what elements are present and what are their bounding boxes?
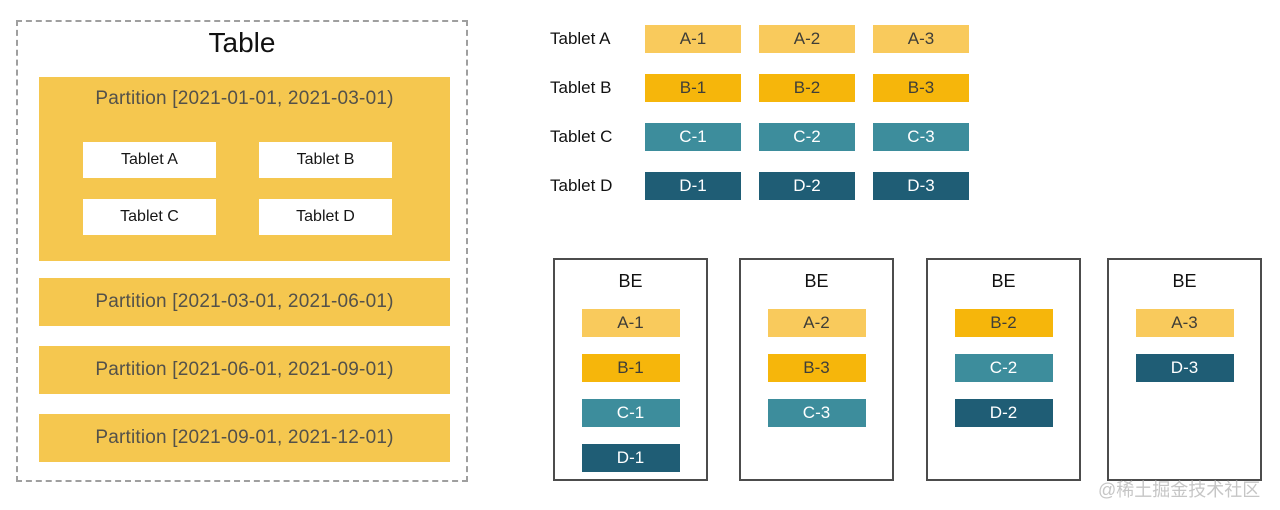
tablet-box-d: Tablet D <box>259 199 392 235</box>
tablet-box-a: Tablet A <box>83 142 216 178</box>
be-title: BE <box>618 271 643 291</box>
table-title: Table <box>208 27 276 58</box>
replica-chip: A-2 <box>759 25 855 53</box>
replica-chip: A-3 <box>873 25 969 53</box>
watermark: @稀土掘金技术社区 <box>1098 480 1261 500</box>
replica-chip: C-3 <box>873 123 969 151</box>
be-title: BE <box>1172 271 1197 291</box>
replica-chip: B-2 <box>759 74 855 102</box>
tablet-row-c: Tablet C C-1 C-2 C-3 <box>550 123 987 151</box>
replica-chip: B-3 <box>873 74 969 102</box>
replica-chip: A-3 <box>1135 309 1234 337</box>
tablet-row-label: Tablet B <box>550 78 612 97</box>
tablet-row-a: Tablet A A-1 A-2 A-3 <box>550 25 987 53</box>
partition-box-3: Partition [2021-06-01, 2021-09-01) <box>39 346 450 394</box>
tablet-row-b: Tablet B B-1 B-2 B-3 <box>550 74 987 102</box>
partition-label: Partition [2021-01-01, 2021-03-01) <box>95 88 394 109</box>
partition-label: Partition [2021-03-01, 2021-06-01) <box>95 291 394 312</box>
be-node-1: BE A-1 B-1 C-1 D-1 <box>553 258 708 481</box>
replica-chip: B-3 <box>767 354 866 382</box>
replica-chip: D-2 <box>954 399 1053 427</box>
replica-chip: C-1 <box>581 399 680 427</box>
replica-chip: C-2 <box>759 123 855 151</box>
replica-chip: D-3 <box>873 172 969 200</box>
partition-box-4: Partition [2021-09-01, 2021-12-01) <box>39 414 450 462</box>
tablet-row-label: Tablet A <box>550 29 611 48</box>
replica-chip: C-1 <box>645 123 741 151</box>
replica-chip: D-3 <box>1135 354 1234 382</box>
partition-label: Partition [2021-09-01, 2021-12-01) <box>95 427 394 448</box>
replica-chip: B-1 <box>645 74 741 102</box>
replica-chip: D-1 <box>581 444 680 472</box>
be-node-3: BE B-2 C-2 D-2 <box>926 258 1081 481</box>
be-node-2: BE A-2 B-3 C-3 <box>739 258 894 481</box>
be-title: BE <box>991 271 1016 291</box>
replica-chip: A-1 <box>645 25 741 53</box>
tablet-row-label: Tablet D <box>550 176 613 195</box>
replica-chip: A-1 <box>581 309 680 337</box>
partition-box-2: Partition [2021-03-01, 2021-06-01) <box>39 278 450 326</box>
partition-label: Partition [2021-06-01, 2021-09-01) <box>95 359 394 380</box>
replica-chip: A-2 <box>767 309 866 337</box>
replica-chip: C-2 <box>954 354 1053 382</box>
be-node-4: BE A-3 D-3 <box>1107 258 1262 481</box>
replica-chip: C-3 <box>767 399 866 427</box>
be-title: BE <box>804 271 829 291</box>
replica-chip: D-2 <box>759 172 855 200</box>
tablet-row-label: Tablet C <box>550 127 613 146</box>
tablet-box-b: Tablet B <box>259 142 392 178</box>
replica-chip: B-1 <box>581 354 680 382</box>
replica-chip: D-1 <box>645 172 741 200</box>
replica-chip: B-2 <box>954 309 1053 337</box>
tablet-row-d: Tablet D D-1 D-2 D-3 <box>550 172 987 200</box>
tablet-box-c: Tablet C <box>83 199 216 235</box>
